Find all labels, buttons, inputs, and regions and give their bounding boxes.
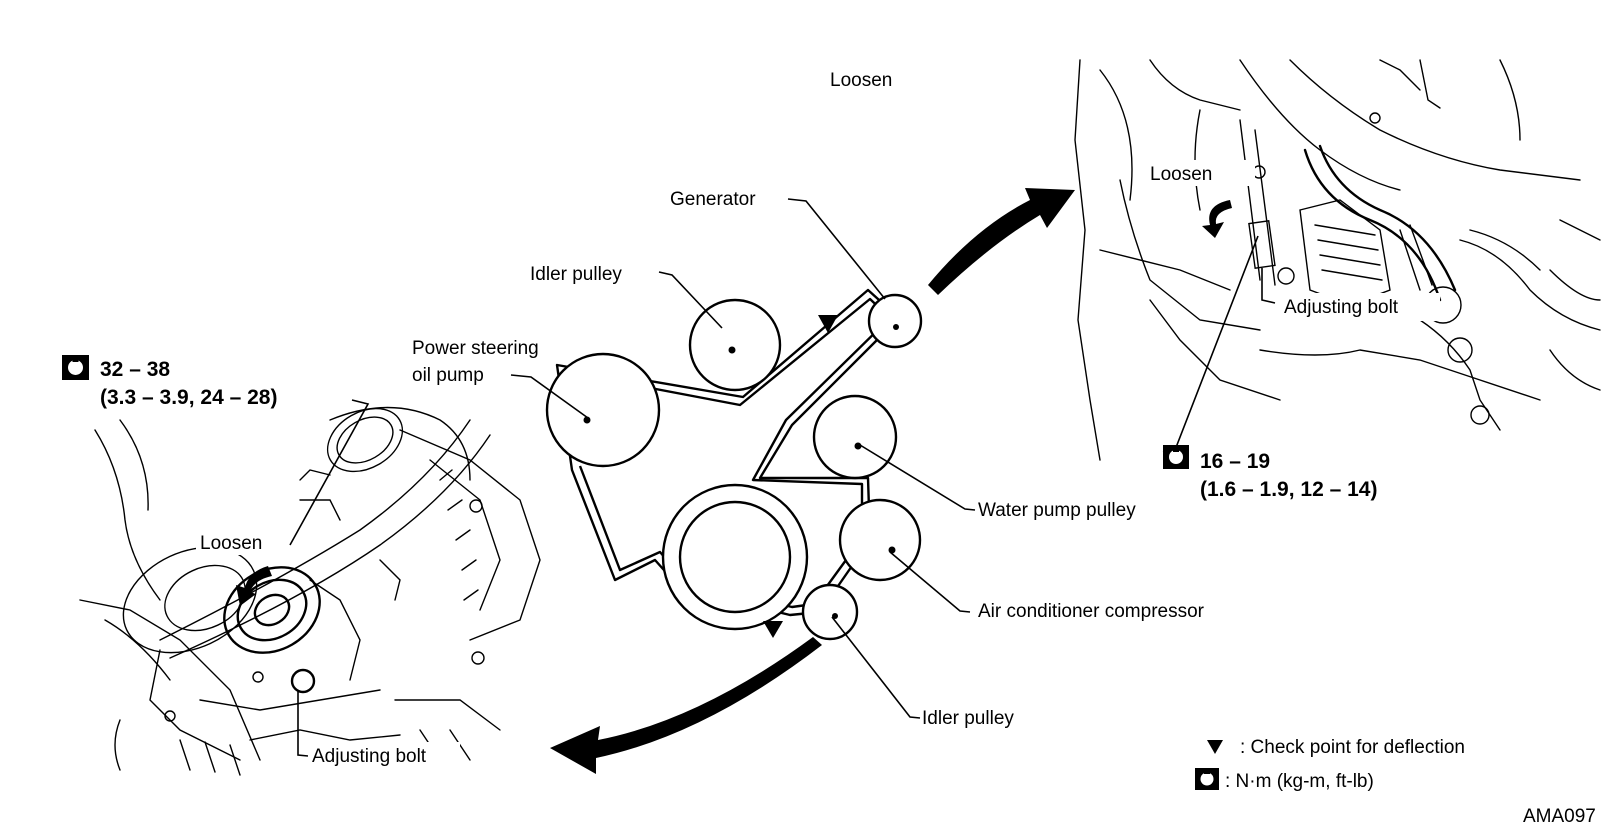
legend-check-point: : Check point for deflection	[1240, 737, 1465, 758]
left-loosen-label: Loosen	[200, 533, 262, 554]
adjusting-bolt-label-bg	[308, 742, 460, 768]
leader-idler-bottom	[831, 616, 921, 719]
arrow-to-generator-detail-icon	[928, 188, 1075, 295]
generator-pulley	[867, 293, 923, 349]
idler-pulley-bottom	[801, 583, 859, 641]
power-steering-label-line2: oil pump	[412, 365, 484, 386]
water-pump-pulley	[812, 394, 898, 480]
leader-torque-left	[289, 399, 370, 546]
torque-wrench-icon	[1195, 768, 1219, 790]
right-torque-sub: (1.6 – 1.9, 12 – 14)	[1200, 478, 1377, 501]
right-loosen-label: Loosen	[1150, 164, 1212, 185]
leader-torque-right	[1162, 235, 1259, 453]
arrow-to-pump-detail-icon	[550, 637, 822, 774]
idler-pulley-bottom-label: Idler pulley	[922, 708, 1014, 729]
leader-water-pump	[859, 444, 976, 511]
leader-idler-top	[658, 271, 723, 329]
idler-pulley-top	[688, 298, 782, 392]
pulley-center-dot	[832, 613, 838, 619]
right-adjusting-bolt-label: Adjusting bolt	[1284, 297, 1399, 318]
crankshaft-pulley	[678, 500, 792, 614]
leader-power-steering	[510, 374, 589, 419]
check-point-triangle-icon	[763, 621, 783, 638]
top-loosen-label: Loosen	[830, 70, 892, 91]
torque-wrench-icon	[1163, 445, 1189, 469]
check-point-triangle-icon	[818, 315, 838, 333]
leader-generator	[787, 198, 886, 300]
leader-ac	[889, 551, 971, 613]
loosen-label-bg	[1145, 160, 1255, 186]
right-torque-main: 16 – 19	[1200, 450, 1270, 473]
figure-code: AMA097	[1523, 806, 1596, 827]
ac-compressor-label: Air conditioner compressor	[978, 601, 1205, 622]
torque-wrench-icon	[62, 355, 89, 380]
adjusting-bolt-label-bg	[1280, 293, 1440, 321]
legend: : Check point for deflection : N·m (kg-m…	[1195, 737, 1465, 792]
generator-detail-illustration	[1074, 59, 1601, 461]
leader-adjusting-bolt-right	[1261, 268, 1276, 304]
pulley-center-dot	[583, 416, 591, 424]
direction-arrows	[550, 188, 1075, 774]
idler-pulley-top-label: Idler pulley	[530, 264, 622, 285]
loosen-arrow-icon	[236, 566, 272, 606]
pulley-center-dot	[893, 324, 899, 330]
power-steering-label-line1: Power steering	[412, 338, 539, 359]
legend-torque-unit: : N·m (kg-m, ft-lb)	[1225, 771, 1374, 792]
pulley-center-dot	[728, 346, 736, 354]
power-steering-pump-pulley	[545, 352, 661, 468]
loosen-label-bg	[196, 529, 278, 555]
leader-lines	[510, 198, 976, 719]
left-torque-sub: (3.3 – 3.9, 24 – 28)	[100, 386, 277, 409]
left-adjusting-bolt-label: Adjusting bolt	[312, 746, 427, 767]
loosen-arrow-icon	[1202, 200, 1232, 238]
pump-detail-illustration	[79, 406, 541, 776]
left-torque-main: 32 – 38	[100, 358, 170, 381]
generator-label: Generator	[670, 189, 756, 210]
pulley-center-dot	[888, 546, 896, 554]
water-pump-pulley-label: Water pump pulley	[978, 500, 1136, 521]
check-point-triangle-icon	[1207, 740, 1223, 754]
leader-adjusting-bolt-left	[297, 690, 309, 757]
belt-routing	[545, 288, 923, 641]
pulley-center-dot	[854, 442, 862, 450]
